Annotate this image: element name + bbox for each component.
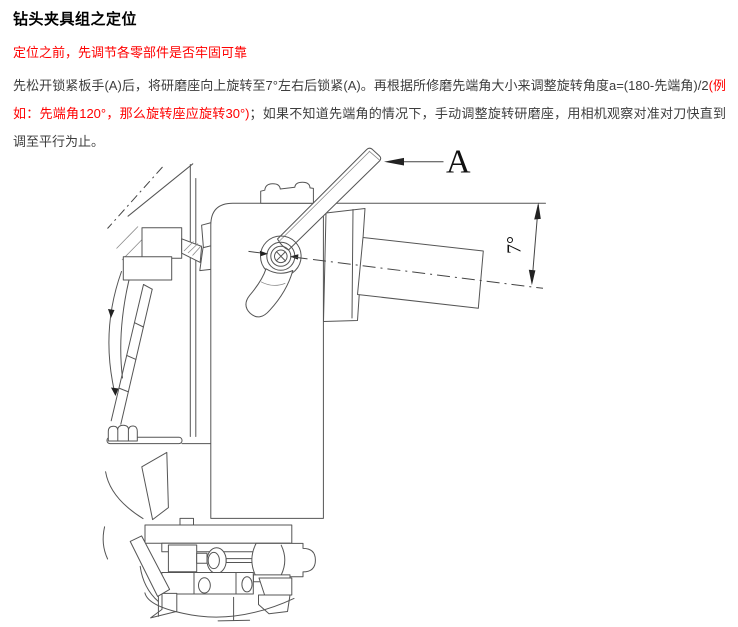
tool-holder — [323, 208, 484, 322]
wedge-plate — [141, 451, 169, 521]
base-disc-arc — [144, 592, 295, 618]
adjust-knob — [206, 547, 227, 574]
rotation-arrow — [111, 387, 119, 396]
left-support-assembly — [102, 163, 214, 560]
swivel-centerline — [107, 166, 163, 229]
lock-nut — [107, 424, 138, 442]
base-foot-right — [258, 594, 291, 615]
base-foot-left — [150, 592, 178, 619]
drill-bit — [181, 238, 203, 263]
base-bar-upper — [144, 524, 293, 544]
warning-text: 定位之前，先调节各零部件是否牢固可靠 — [13, 45, 248, 60]
angle-label: 7° — [504, 236, 526, 254]
label-a: A — [384, 144, 471, 181]
tool-rest-base — [122, 256, 173, 281]
spindle-centerline — [248, 250, 544, 289]
disc-edge-arc — [108, 271, 122, 392]
instruction-paragraph: 先松开锁紧板手(A)后，将研磨座向上旋转至7°左右后锁紧(A)。再根据所修磨先端… — [13, 72, 726, 156]
grinding-seat-body — [210, 181, 546, 519]
instruction-black-1: 先松开锁紧板手(A)后，将研磨座向上旋转至7°左右后锁紧(A)。再根据所修磨先端… — [13, 78, 709, 93]
tool-rest-bracket — [141, 227, 183, 259]
rotation-arrow — [108, 309, 115, 318]
lock-cylinder — [251, 542, 316, 578]
clamp-handle — [245, 147, 382, 318]
top-clamp-plate — [260, 181, 314, 204]
instruction-black-2: ；如果不知道先端角的情况下，手动调整旋转研磨座，用相机观察对准对刀快直到调至平行… — [13, 106, 726, 149]
dimension-arrow-up — [534, 202, 541, 220]
bolt-hole — [198, 577, 211, 594]
leader-arrow — [384, 157, 404, 166]
slide-block — [167, 544, 198, 573]
angle-dimension: 7° — [504, 202, 541, 286]
base-connector — [179, 517, 194, 526]
page-title: 钻头夹具组之定位 — [13, 11, 138, 28]
instruction-text-block: 钻头夹具组之定位 定位之前，先调节各零部件是否牢固可靠 先松开锁紧板手(A)后，… — [0, 0, 738, 156]
handle-grip — [245, 268, 294, 318]
handle-label: A — [446, 144, 471, 181]
instruction-red-example: (例如：先端角120°，那么旋转座应旋转30°) — [13, 78, 726, 121]
clamp-arm — [110, 284, 153, 425]
rotary-base — [129, 517, 316, 622]
lead-screw — [225, 558, 254, 563]
dimension-arrow-down — [528, 269, 536, 286]
base-plate — [161, 572, 254, 595]
holder-block — [323, 208, 366, 322]
support-strut — [129, 535, 171, 597]
bolt-hole — [241, 576, 253, 593]
